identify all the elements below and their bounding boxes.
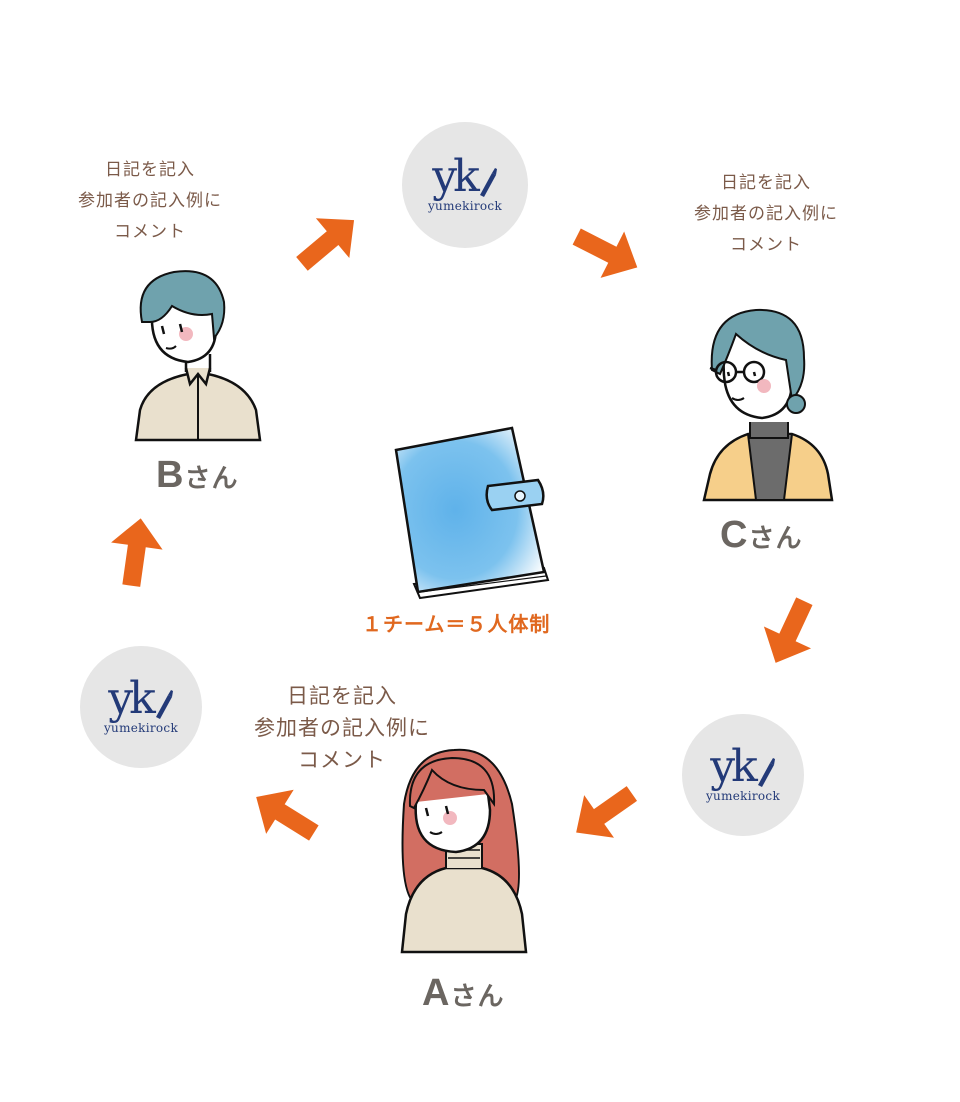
yumekirock-badge-top: yk yumekirock	[402, 122, 528, 248]
pen-icon	[757, 758, 775, 787]
person-label-b: Bさん	[156, 454, 238, 497]
brand-word: yumekirock	[103, 721, 179, 735]
person-suffix: さん	[184, 463, 239, 493]
pen-icon	[155, 690, 173, 719]
note-b: 日記を記入 参加者の記入例に コメント	[78, 160, 222, 242]
person-letter: B	[156, 454, 185, 496]
brand-letters: yk	[432, 151, 479, 202]
yumekirock-logo: yk	[710, 741, 776, 792]
note-c: 日記を記入 参加者の記入例に コメント	[694, 173, 838, 255]
pen-icon	[479, 168, 497, 197]
person-letter: C	[720, 514, 749, 556]
person-label-a: Aさん	[422, 972, 504, 1015]
brand-word: yumekirock	[705, 789, 781, 803]
notebook-icon	[394, 426, 550, 600]
arrow-icon	[105, 514, 167, 590]
yumekirock-badge-right: yk yumekirock	[682, 714, 804, 836]
person-suffix: さん	[450, 981, 505, 1011]
arrow-icon	[285, 200, 371, 284]
note-a: 日記を記入 参加者の記入例に コメント	[254, 684, 430, 772]
brand-word: yumekirock	[427, 199, 503, 213]
arrow-icon	[561, 772, 647, 854]
brand-letters: yk	[108, 673, 155, 724]
yumekirock-logo: yk	[108, 673, 174, 724]
person-b-icon	[134, 270, 262, 442]
yumekirock-logo: yk	[432, 151, 498, 202]
person-suffix: さん	[748, 523, 803, 553]
arrow-icon	[752, 590, 828, 674]
center-caption: １チーム＝５人体制	[362, 612, 551, 636]
person-a-icon	[400, 748, 528, 954]
person-c-icon	[702, 308, 834, 502]
yumekirock-badge-left: yk yumekirock	[80, 646, 202, 768]
person-label-c: Cさん	[720, 514, 802, 557]
brand-letters: yk	[710, 741, 757, 792]
arrow-icon	[242, 774, 328, 856]
arrow-icon	[564, 213, 650, 291]
person-letter: A	[422, 972, 451, 1014]
